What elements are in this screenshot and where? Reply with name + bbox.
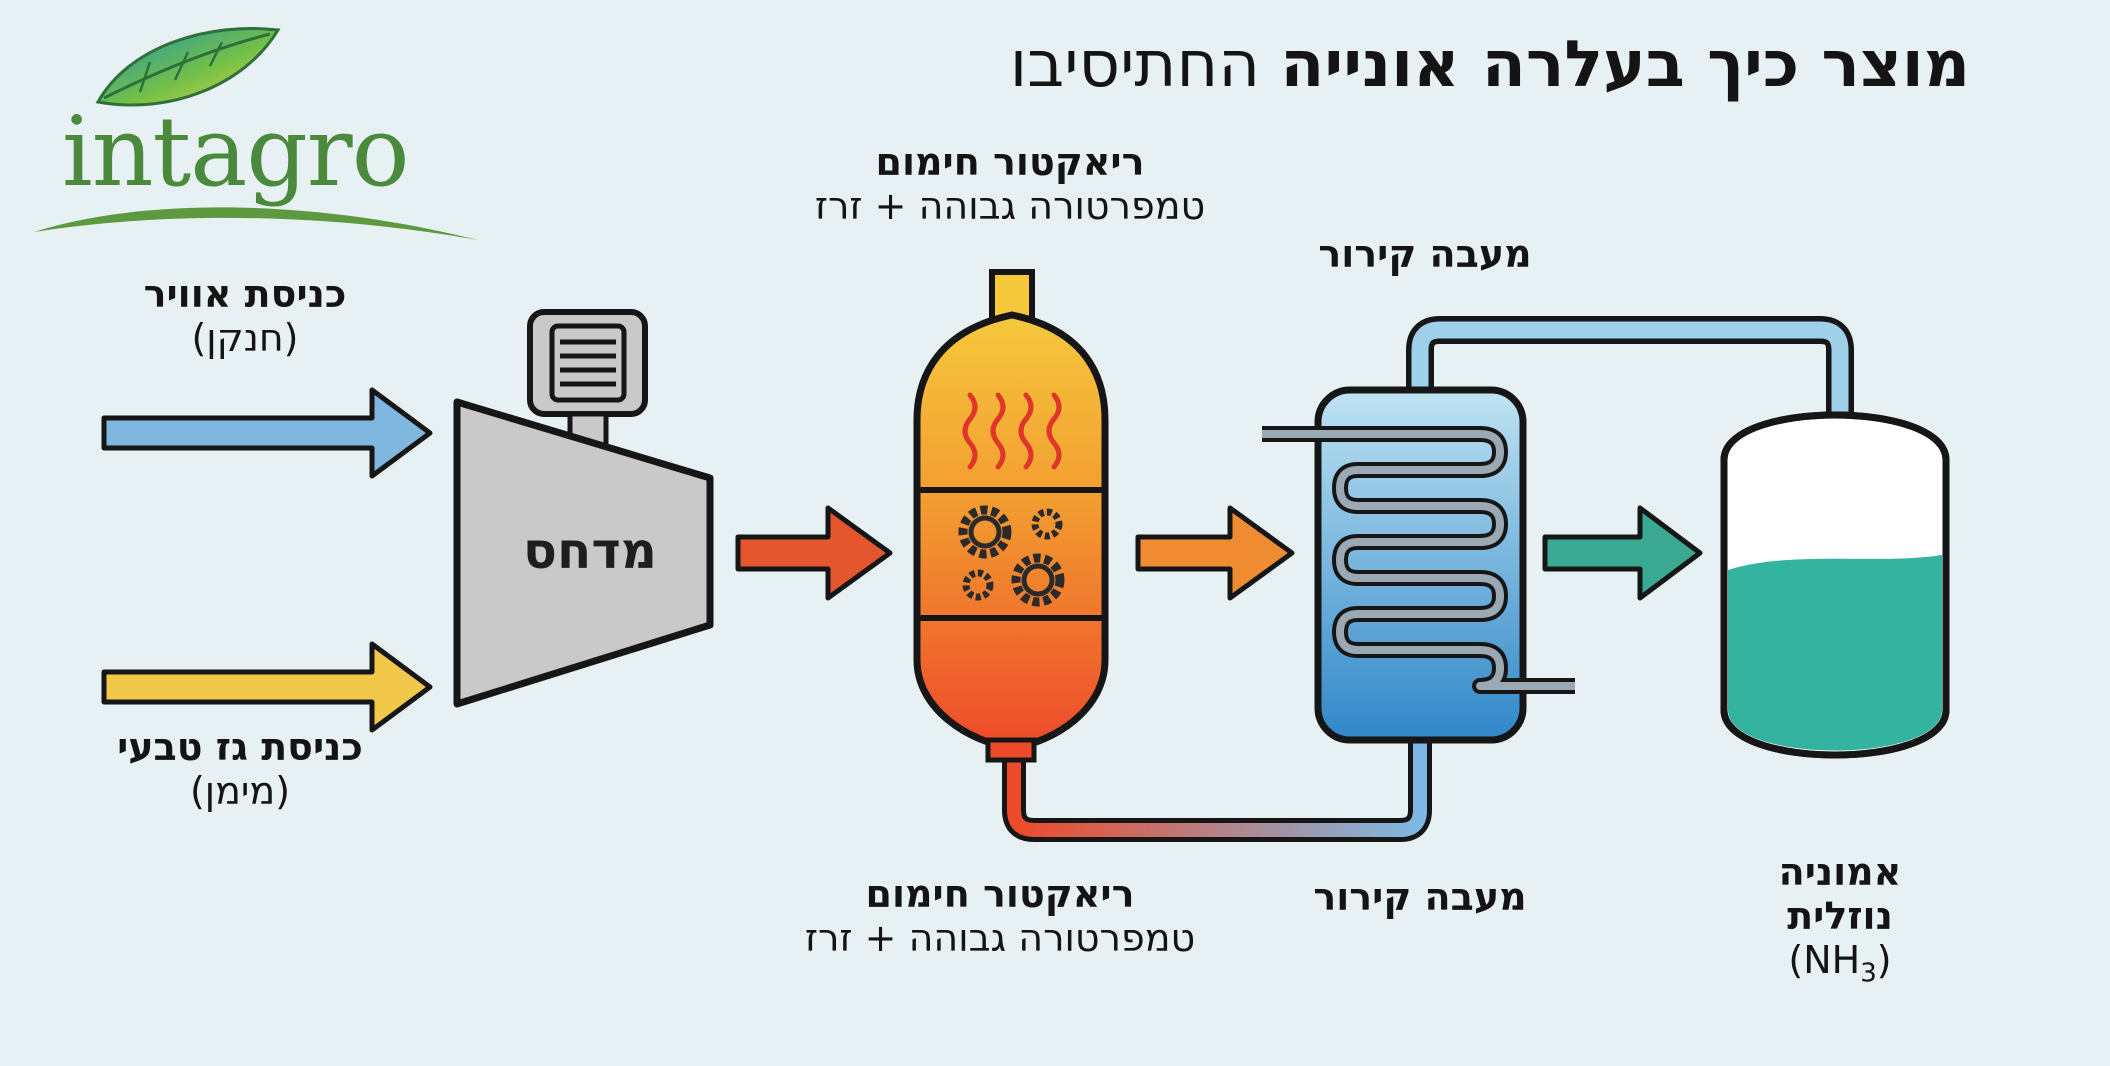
logo-leaf-icon <box>95 26 281 107</box>
arrow-to-tank <box>1542 505 1703 601</box>
return-pipe <box>1002 742 1432 842</box>
gas-input-arrow <box>101 641 433 733</box>
vapor-pipe <box>1406 316 1854 420</box>
arrow-to-reactor <box>735 505 893 601</box>
ammonia-formula: (NH3) <box>1730 938 1950 989</box>
ammonia-formula-subscript: 3 <box>1860 958 1877 989</box>
ammonia-label: אמוניה נוזלית (NH3) <box>1730 850 1950 989</box>
heat-waves-icon <box>962 392 1062 470</box>
ammonia-formula-prefix: (NH <box>1788 938 1861 982</box>
ammonia-title-line1: אמוניה <box>1778 850 1902 894</box>
logo-wordmark: intagro <box>62 96 409 208</box>
reactor-top-title: ריאקטור חימום <box>875 140 1145 184</box>
title-normal: החתיסיבו <box>1009 28 1261 102</box>
reactor-bottom-title: ריאקטור חימום <box>865 872 1135 916</box>
air-input-sub: (חנקן) <box>191 316 299 360</box>
gas-input-title: כניסת גז טבעי <box>117 725 363 769</box>
ammonia-title-line2: נוזלית <box>1787 894 1893 938</box>
air-input-title: כניסת אוויר <box>143 272 347 316</box>
catalyst-gears-icon <box>958 505 1065 607</box>
air-input-arrow <box>101 387 433 479</box>
compressor <box>453 309 714 708</box>
gas-input-label: כניסת גז טבעי (מימן) <box>100 725 380 813</box>
reactor-bottom-sub: טמפרטורה גבוהה + זרז <box>804 916 1196 960</box>
condenser <box>1262 386 1575 744</box>
reactor <box>913 269 1109 763</box>
condenser-bottom-label: מעבה קירור <box>1313 875 1527 919</box>
reactor-top-sub: טמפרטורה גבוהה + זרז <box>814 184 1206 228</box>
reactor-top-label: ריאקטור חימום טמפרטורה גבוהה + זרז <box>800 140 1220 228</box>
logo-swoosh <box>34 207 478 240</box>
gas-input-sub: (מימן) <box>189 769 291 813</box>
page-title: מוצר כיך בעלרה אונייה החתיסיבו <box>1010 28 1970 102</box>
compressor-label: מדחס <box>523 522 657 580</box>
air-input-label: כניסת אוויר (חנקן) <box>130 272 360 360</box>
arrow-to-cooler <box>1135 505 1295 601</box>
reactor-bottom-label: ריאקטור חימום טמפרטורה גבוהה + זרז <box>790 872 1210 960</box>
ammonia-tank <box>1720 411 1950 759</box>
condenser-top-label: מעבה קירור <box>1318 232 1532 276</box>
ammonia-formula-suffix: ) <box>1876 938 1892 982</box>
title-bold: מוצר כיך בעלרה אונייה <box>1280 28 1970 102</box>
